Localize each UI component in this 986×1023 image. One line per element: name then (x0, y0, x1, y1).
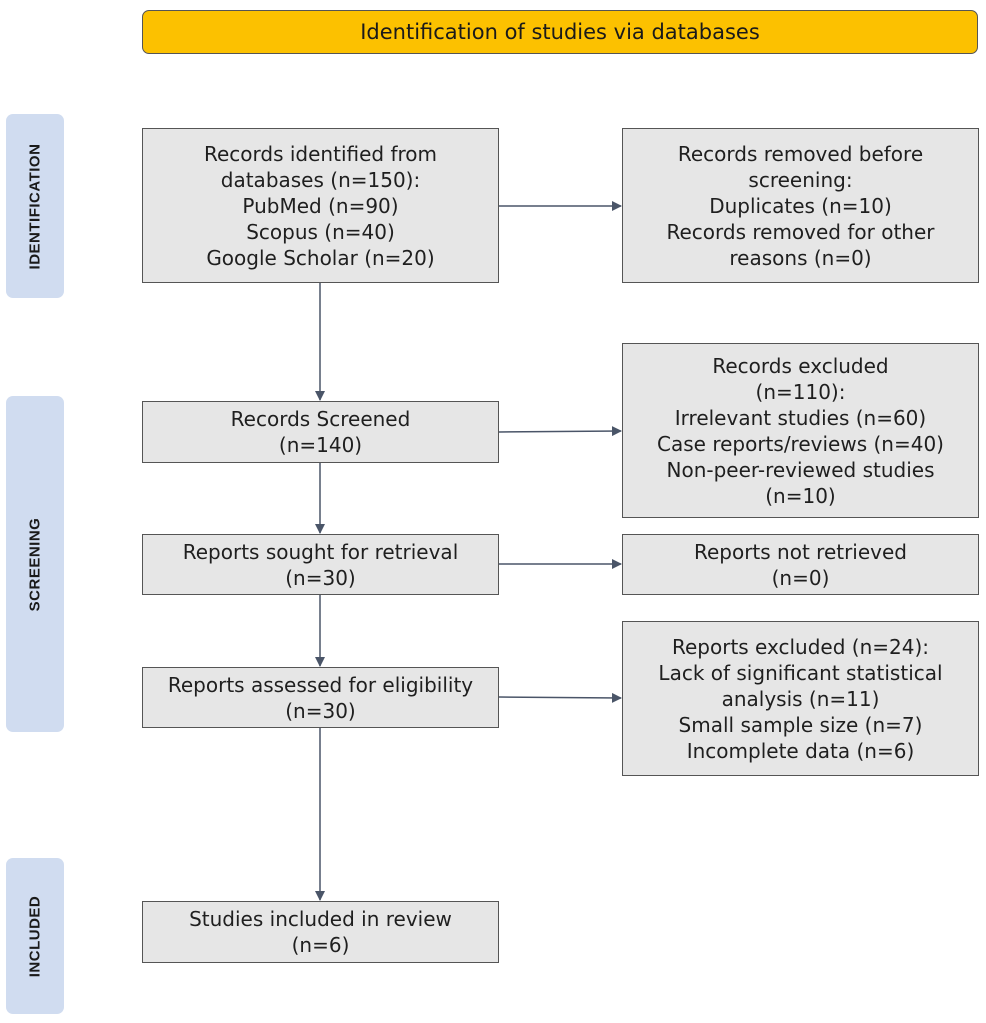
phase-identification: IDENTIFICATION (6, 114, 64, 298)
records-excluded-box: Records excluded (n=110): Irrelevant stu… (622, 343, 979, 518)
line: (n=30) (285, 565, 356, 590)
line: Records removed for other (666, 219, 935, 244)
line: Reports excluded (n=24): (671, 634, 930, 659)
line: Reports not retrieved (693, 539, 908, 564)
arrow-to-records-excluded (498, 426, 622, 437)
line: (n=110): (755, 379, 846, 404)
arrow-to-reports-excluded (498, 692, 622, 703)
line: screening: (748, 167, 853, 192)
line: (n=10) (765, 483, 836, 508)
line: reasons (n=0) (729, 245, 872, 270)
line: Small sample size (n=7) (678, 712, 923, 737)
line: databases (n=150): (220, 167, 421, 192)
reports-excluded-box: Reports excluded (n=24): Lack of signifi… (622, 621, 979, 776)
records-removed-box: Records removed before screening: Duplic… (622, 128, 979, 283)
reports-sought-box: Reports sought for retrieval (n=30) (142, 534, 499, 595)
line: Reports sought for retrieval (182, 539, 459, 564)
line: (n=30) (285, 698, 356, 723)
phase-included: INCLUDED (6, 858, 64, 1014)
records-identified-box: Records identified from databases (n=150… (142, 128, 499, 283)
line: (n=140) (278, 433, 363, 457)
line: Records removed before (677, 141, 924, 166)
line: PubMed (n=90) (242, 193, 399, 218)
line: Incomplete data (n=6) (686, 738, 915, 763)
line: (n=6) (291, 933, 350, 957)
reports-not-retrieved-box: Reports not retrieved (n=0) (622, 534, 979, 595)
header-title: Identification of studies via databases (142, 10, 978, 54)
line: Duplicates (n=10) (709, 193, 892, 218)
line: Case reports/reviews (n=40) (657, 431, 944, 456)
studies-included-box: Studies included in review (n=6) (142, 901, 499, 963)
line: Reports assessed for eligibility (167, 672, 474, 697)
line: analysis (n=11) (721, 686, 880, 711)
line: Non-peer-reviewed studies (666, 457, 935, 482)
line: Records identified from (203, 141, 437, 166)
line: Records Screened (230, 407, 411, 431)
line: Lack of significant statistical (658, 660, 943, 685)
line: Records excluded (712, 353, 889, 378)
line: Studies included in review (189, 907, 452, 931)
phase-screening: SCREENING (6, 396, 64, 732)
records-screened-box: Records Screened (n=140) (142, 401, 499, 463)
line: Irrelevant studies (n=60) (674, 405, 927, 430)
line: Google Scholar (n=20) (206, 245, 435, 270)
line: Scopus (n=40) (246, 219, 395, 244)
reports-assessed-box: Reports assessed for eligibility (n=30) (142, 667, 499, 728)
line: (n=0) (771, 565, 830, 590)
